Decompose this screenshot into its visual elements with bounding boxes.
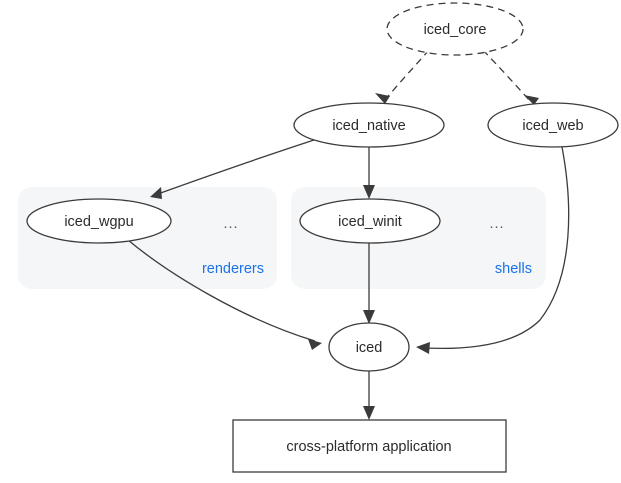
node-cross-platform-application-label: cross-platform application [286,439,451,455]
edge-wgpu-to-iced [127,239,322,350]
node-iced-winit-shape[interactable] [299,198,441,244]
edge-native-to-wgpu [150,139,315,199]
edge-wgpu-to-iced-line [127,239,316,342]
node-cross-platform-application[interactable]: cross-platform application [232,419,507,473]
node-iced-wgpu-shape[interactable] [26,198,172,244]
edge-native-to-winit [363,147,375,199]
edge-core-to-native-line [384,49,430,101]
edge-native-to-wgpu-line [154,139,315,196]
edge-web-to-iced-line [423,146,570,350]
node-cross-platform-application-shape[interactable] [232,419,507,473]
node-iced-native-shape[interactable] [293,102,445,148]
node-iced-web-label: iced_web [522,118,583,134]
edge-web-to-iced-arrowhead [416,342,430,354]
edge-core-to-web-line [482,49,531,102]
edge-iced-to-app [363,371,375,420]
node-iced-label: iced [356,340,383,356]
edge-core-to-web-arrowhead [524,95,539,105]
edge-core-to-web [482,49,539,105]
edge-core-to-native [375,49,430,104]
edge-winit-to-iced [363,243,375,324]
edge-wgpu-to-iced-arrowhead [308,339,322,350]
node-iced-core-shape[interactable] [386,2,524,56]
node-iced-native[interactable]: iced_native [293,102,445,148]
edge-native-to-wgpu-arrowhead [150,187,162,199]
node-iced-wgpu-label: iced_wgpu [64,214,133,230]
node-iced-winit[interactable]: iced_winit [299,198,441,244]
edge-core-to-native-arrowhead [375,93,390,104]
node-iced-native-label: iced_native [332,118,405,134]
node-iced-wgpu[interactable]: iced_wgpu [26,198,172,244]
cluster-renderers-label: renderers [202,261,264,277]
node-iced-web[interactable]: iced_web [487,102,619,148]
node-iced-winit-label: iced_winit [338,214,402,230]
node-iced-core[interactable]: iced_core [386,2,524,56]
edge-iced-to-app-arrowhead [363,406,375,420]
edge-native-to-winit-arrowhead [363,185,375,199]
node-iced-shape[interactable] [328,322,410,372]
renderers-more-icon: ... [223,216,238,232]
shells-more-icon: ... [489,216,504,232]
edge-winit-to-iced-arrowhead [363,310,375,324]
node-iced-core-label: iced_core [424,22,487,38]
cluster-shells-label: shells [495,261,532,277]
edge-web-to-iced [416,146,570,354]
node-iced[interactable]: iced [328,322,410,372]
node-iced-web-shape[interactable] [487,102,619,148]
